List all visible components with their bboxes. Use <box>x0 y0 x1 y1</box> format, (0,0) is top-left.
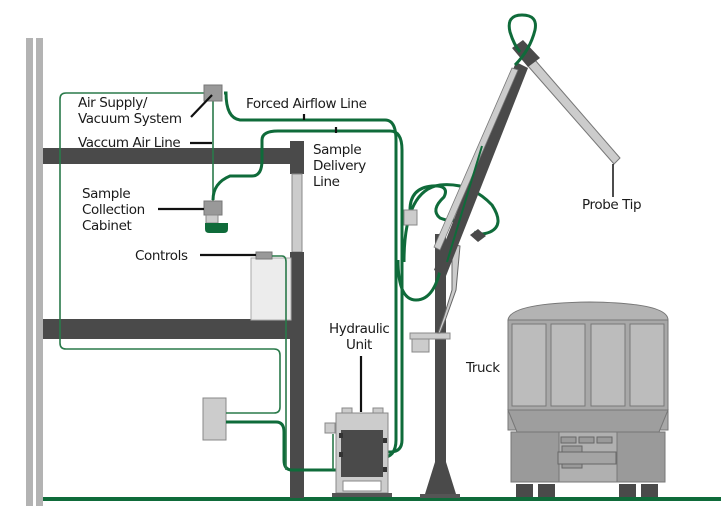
label-sample-collection-3: Cabinet <box>82 218 131 234</box>
tower-mast <box>435 234 446 464</box>
post-lower-section <box>290 252 304 498</box>
probe-arm <box>527 59 621 165</box>
label-truck: Truck <box>465 360 500 376</box>
post-light-section <box>291 173 303 253</box>
truck <box>507 301 669 497</box>
label-vacuum-air-line: Vaccum Air Line <box>78 135 180 151</box>
sample-delivery-line <box>211 129 404 454</box>
controls-cabinet <box>250 257 292 321</box>
label-air-supply-2: Vacuum System <box>78 111 182 127</box>
post-top-section <box>290 141 304 174</box>
boom-arm <box>433 62 528 276</box>
air-supply-leader <box>190 94 213 118</box>
hydraulic-unit <box>324 407 392 497</box>
label-sample-delivery-2: Delivery <box>313 158 366 174</box>
boom-actuator <box>470 229 486 242</box>
boom-hose-line <box>446 145 483 263</box>
upper-floor-beam <box>43 148 298 164</box>
hydraulic-cylinder <box>437 243 461 334</box>
label-controls: Controls <box>135 248 188 264</box>
controls-panel <box>255 251 273 260</box>
tower-bracket <box>411 338 430 353</box>
air-supply-unit <box>203 84 223 102</box>
tower-arm <box>409 332 451 340</box>
power-line <box>226 420 338 472</box>
building-wall-outer <box>26 38 33 506</box>
hose-clamp <box>403 209 418 226</box>
collection-chamber <box>205 214 219 224</box>
tower-foot <box>420 494 460 498</box>
label-forced-airflow: Forced Airflow Line <box>246 96 367 112</box>
building-wall-inner <box>36 38 43 506</box>
collection-container <box>205 223 228 233</box>
forced-airflow-line <box>224 91 398 460</box>
label-hydraulic-unit-2: Unit <box>346 337 372 353</box>
lower-floor-beam <box>43 319 298 339</box>
electrical-box <box>202 397 227 441</box>
tower-hose <box>396 259 444 302</box>
label-probe-tip: Probe Tip <box>582 197 641 213</box>
label-sample-collection-1: Sample <box>82 186 130 202</box>
label-hydraulic-unit-1: Hydraulic <box>329 321 389 337</box>
label-sample-delivery-1: Sample <box>313 142 361 158</box>
probe-hose-loop <box>507 13 537 67</box>
label-sample-collection-2: Collection <box>82 202 145 218</box>
control-line <box>272 255 287 470</box>
vacuum-return-line <box>59 92 281 414</box>
ground-line <box>43 497 721 501</box>
boom-hose-loop <box>408 184 456 223</box>
boom-hose-outer <box>402 183 500 263</box>
label-sample-delivery-3: Line <box>313 174 340 190</box>
tower-base <box>425 462 456 494</box>
sample-collection-unit <box>203 200 223 216</box>
label-air-supply-1: Air Supply/ <box>78 95 148 111</box>
